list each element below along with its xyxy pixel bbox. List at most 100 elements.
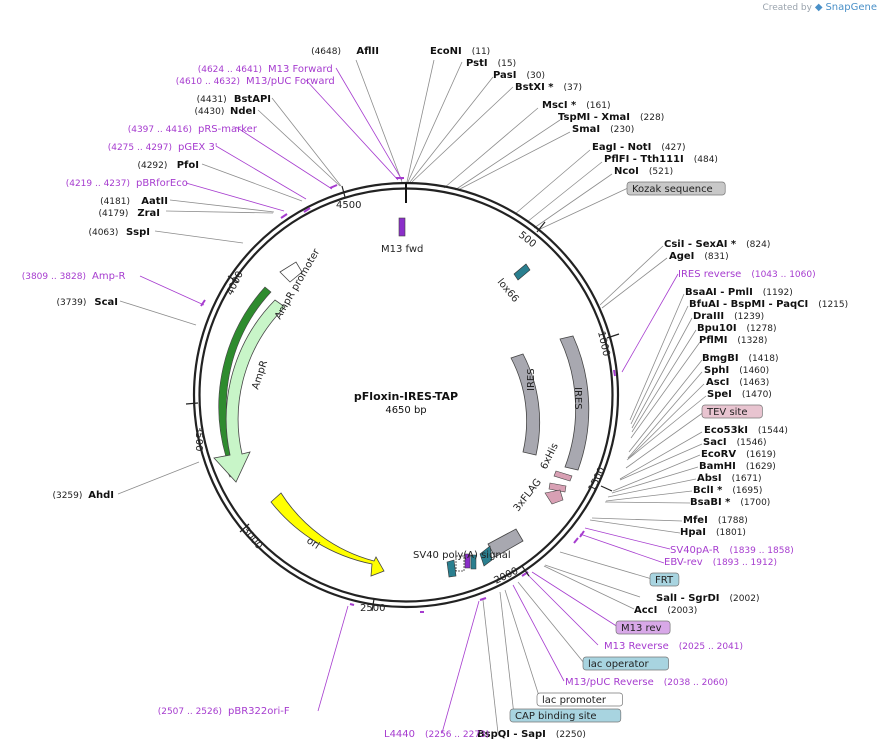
site-smai-position: (230) <box>610 125 634 135</box>
site-draiii-label: DraIII <box>693 311 724 322</box>
box-tev-site-label: TEV site <box>706 407 748 418</box>
box-tev-site <box>701 404 763 419</box>
site-bcli-label: BclI * <box>693 485 723 496</box>
plasmid-length: 4650 bp <box>385 405 426 416</box>
ring-ticks <box>185 185 620 612</box>
primer-m13-puc-forward-range: (4610 .. 4632) <box>176 77 240 87</box>
primer-m13-puc-reverse-label: M13/pUC Reverse <box>565 677 654 688</box>
site-eco53ki-label: Eco53kI <box>704 425 748 436</box>
tick-2000: 2000 <box>492 566 520 587</box>
site-spei-position: (1470) <box>742 390 772 400</box>
site-tspmi-label: TspMI - XmaI <box>558 112 630 123</box>
site-csii-label: CsiI - SexAI * <box>664 239 737 250</box>
primer-m13-puc-forward-label: M13/pUC Forward <box>246 76 335 87</box>
primer-ebv-rev-label: EBV-rev <box>664 557 703 568</box>
snapgene-brand: SnapGene <box>825 2 877 13</box>
site-aflii-label: AflII <box>356 46 379 57</box>
site-bmgbi-label: BmgBI <box>702 353 739 364</box>
site-pasi-position: (30) <box>526 71 544 81</box>
box-frt-label: FRT <box>655 575 674 586</box>
site-tspmi-position: (228) <box>640 113 664 123</box>
site-mfei-position: (1788) <box>718 516 748 526</box>
box-lac-promoter <box>536 692 623 707</box>
box-m13-rev-label: M13 rev <box>621 623 662 634</box>
primer-m13-forward-label: M13 Forward <box>268 64 333 75</box>
tick-2500: 2500 <box>360 603 385 614</box>
site-sali-label: SalI - SgrDI <box>656 593 720 604</box>
site-bspqi-label: BspQI - SapI <box>477 729 546 740</box>
site-bspqi-position: (2250) <box>556 730 586 740</box>
ires-inner-label: IRES <box>526 368 537 391</box>
tag-arrow-b <box>544 489 564 505</box>
primer-pbr322ori-f-range: (2507 .. 2526) <box>158 707 222 717</box>
site-hpai-position: (1801) <box>716 528 746 538</box>
6xhis-arrow <box>553 470 573 482</box>
lac-promoter-mark <box>455 555 465 572</box>
site-econi-label: EcoNI <box>430 46 462 57</box>
primer-prs-marker-range: (4397 .. 4416) <box>128 125 192 135</box>
site-ncoi-position: (521) <box>649 167 673 177</box>
site-pasi-label: PasI <box>493 70 516 81</box>
site-saci-label: SacI <box>703 437 727 448</box>
lox66-arrow <box>513 263 531 281</box>
site-labels: AflII(4648)EcoNI(11)PstI(15)PasI(30)BstX… <box>22 46 848 740</box>
primer-amp-r-label: Amp-R <box>92 271 126 282</box>
site-zrai-position: (4179) <box>98 209 128 219</box>
site-sphi-position: (1460) <box>739 366 769 376</box>
site-sphi-label: SphI <box>704 365 729 376</box>
site-bsabi-position: (1700) <box>740 498 770 508</box>
site-bamhi-label: BamHI <box>699 461 736 472</box>
site-bstxi-position: (37) <box>564 83 582 93</box>
site-sspi-label: SspI <box>126 227 150 238</box>
ires-outer-arrow <box>559 335 590 471</box>
site-sspi-position: (4063) <box>88 228 118 238</box>
site-aflii-position: (4648) <box>311 47 341 57</box>
site-csii-position: (824) <box>746 240 770 250</box>
m13-rev-mark <box>464 553 471 569</box>
lox66-label: lox66 <box>495 277 521 305</box>
box-m13-rev <box>615 620 671 635</box>
site-saci-position: (1546) <box>737 438 767 448</box>
site-mfei-label: MfeI <box>683 515 708 526</box>
tick-4000: 4000 <box>225 270 246 298</box>
site-psti-label: PstI <box>466 58 488 69</box>
tick-3500: 3500 <box>193 426 204 451</box>
lac-operator-mark <box>470 554 477 570</box>
box-frt <box>649 572 680 587</box>
primer-ires-reverse-label: IRES reverse <box>678 269 741 280</box>
site-bamhi-position: (1629) <box>746 462 776 472</box>
ori-arrow <box>270 492 385 577</box>
site-pflfi-position: (484) <box>694 155 718 165</box>
site-bcli-position: (1695) <box>732 486 762 496</box>
primer-ires-reverse-range: (1043 .. 1060) <box>751 270 815 280</box>
box-lac-operator-label: lac operator <box>588 659 649 670</box>
site-msci-position: (161) <box>586 101 610 111</box>
primer-sv40pa-r-range: (1839 .. 1858) <box>729 546 793 556</box>
m13-fwd-primer-mark <box>398 217 406 237</box>
tag-arrow-a <box>548 482 567 493</box>
site-acci-label: AccI <box>634 605 657 616</box>
ampr-label: AmpR <box>250 359 270 391</box>
site-ncoi-label: NcoI <box>614 166 639 177</box>
leader-lines <box>117 59 707 734</box>
box-kozak-sequence <box>626 181 726 196</box>
ampr-promoter-label: AmpR promoter <box>273 246 323 321</box>
ampr-outer-arrow <box>213 299 286 483</box>
site-spei-label: SpeI <box>707 389 732 400</box>
primer-l4440-range: (2256 .. 2273) <box>425 730 489 740</box>
site-draiii-position: (1239) <box>734 312 764 322</box>
box-cap-binding-site-label: CAP binding site <box>515 711 597 722</box>
site-bsaai-position: (1192) <box>763 288 793 298</box>
site-bstapi-position: (4431) <box>197 95 227 105</box>
site-pflfi-label: PflFI - Tth111I <box>604 154 684 165</box>
site-sali-position: (2002) <box>730 594 760 604</box>
box-lac-promoter-label: lac promoter <box>542 695 607 706</box>
tick-4500: 4500 <box>336 200 361 211</box>
primer-m13-reverse-label: M13 Reverse <box>604 641 669 652</box>
tick-3000: 3000 <box>240 525 265 552</box>
site-aatii-position: (4181) <box>100 197 130 207</box>
site-absi-label: AbsI <box>697 473 722 484</box>
site-econi-position: (11) <box>472 47 490 57</box>
site-eco53ki-position: (1544) <box>758 426 788 436</box>
site-msci-label: MscI * <box>542 100 577 111</box>
